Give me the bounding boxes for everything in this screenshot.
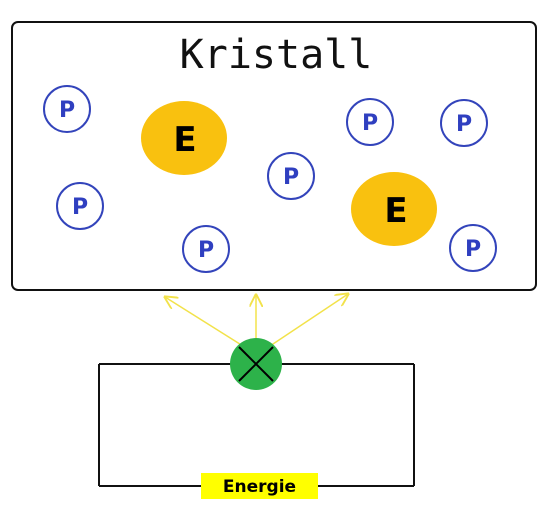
energy-source: Energie [201,473,318,499]
circuit-wire [98,363,415,487]
svg-text:P: P [198,238,214,263]
svg-text:E: E [173,120,196,160]
p-particle: P [56,182,104,230]
svg-text:P: P [283,165,299,190]
p-particle: P [449,224,497,272]
p-particle: P [267,152,315,200]
energy-label: Energie [223,477,296,497]
p-particle: P [346,98,394,146]
e-particle: E [141,101,227,175]
light-ray-arrow-icon [269,294,348,347]
p-particle: P [440,99,488,147]
svg-text:P: P [72,195,88,220]
e-particle: E [351,172,437,246]
svg-text:P: P [456,112,472,137]
lamp-cross-icon [230,338,282,390]
p-particle: P [43,85,91,133]
svg-text:E: E [384,191,407,231]
svg-text:P: P [59,98,75,123]
crystal-title: Kristall [180,32,373,78]
p-particle: P [182,225,230,273]
light-ray-arrow-icon [165,297,244,347]
svg-text:P: P [362,111,378,136]
svg-text:P: P [465,237,481,262]
